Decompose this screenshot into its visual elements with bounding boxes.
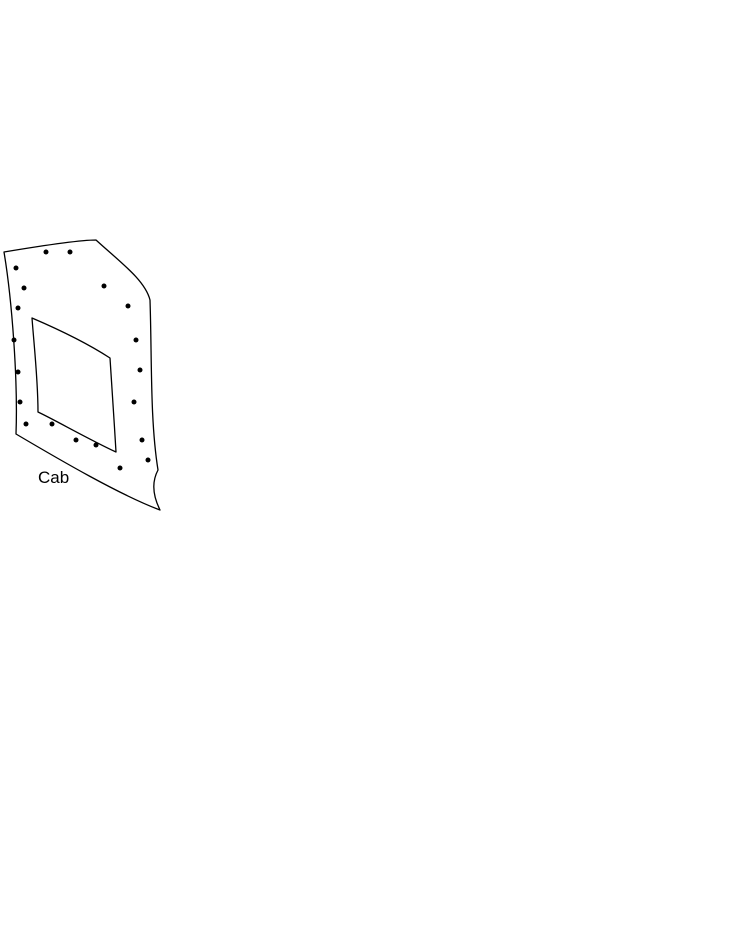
cab-wall-panel: [3, 239, 161, 511]
cab-label: Cab: [38, 468, 70, 487]
